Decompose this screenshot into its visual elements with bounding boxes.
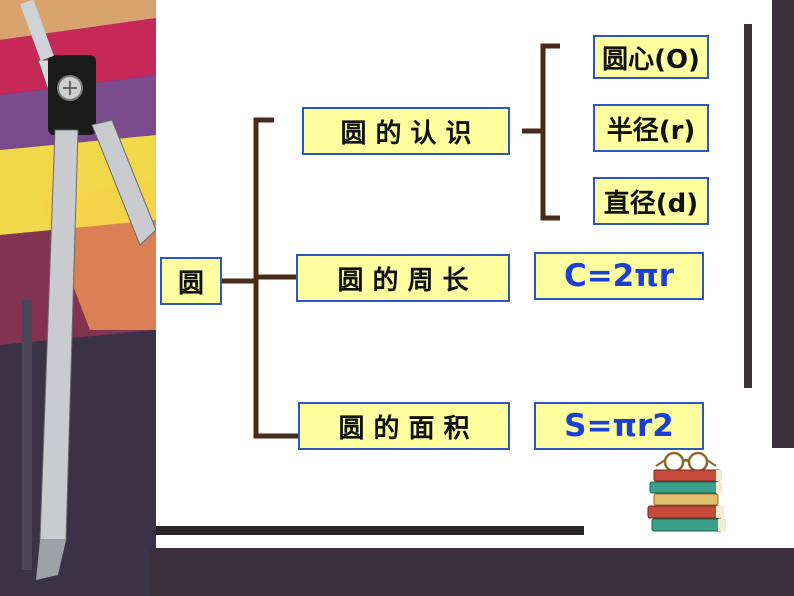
- child-center: 圆心(O): [593, 35, 709, 79]
- books-glasses-clipart: [647, 451, 726, 532]
- root-node: 圆: [160, 257, 222, 305]
- formula-perimeter: C=2πr: [534, 252, 704, 300]
- formula-perimeter-text: C=2πr: [563, 258, 675, 294]
- right-dark-strip: [772, 0, 794, 448]
- child-radius: 半径(r): [593, 104, 709, 152]
- child-center-label: 圆心(O): [602, 44, 700, 75]
- branch-area: 圆的面积: [298, 402, 510, 450]
- bottom-dark-strip: [150, 548, 794, 596]
- branch-recognition-label: 圆的认识: [340, 118, 481, 149]
- right-divider-bar: [744, 24, 752, 388]
- child-diameter-label: 直径(d): [603, 188, 699, 219]
- sub-bracket: [540, 43, 560, 221]
- branch-perimeter-label: 圆的周长: [337, 265, 478, 296]
- branch-recognition: 圆的认识: [302, 107, 510, 155]
- formula-area-text: S=πr2: [564, 408, 674, 444]
- child-diameter: 直径(d): [593, 177, 709, 225]
- branch-perimeter: 圆的周长: [296, 254, 510, 302]
- formula-area: S=πr2: [534, 402, 704, 450]
- compass-photo: [0, 0, 156, 596]
- child-radius-label: 半径(r): [606, 115, 696, 146]
- bottom-divider-bar: [156, 526, 584, 535]
- branch-area-label: 圆的面积: [338, 413, 479, 444]
- root-label: 圆: [177, 268, 204, 299]
- main-bracket: [253, 117, 274, 439]
